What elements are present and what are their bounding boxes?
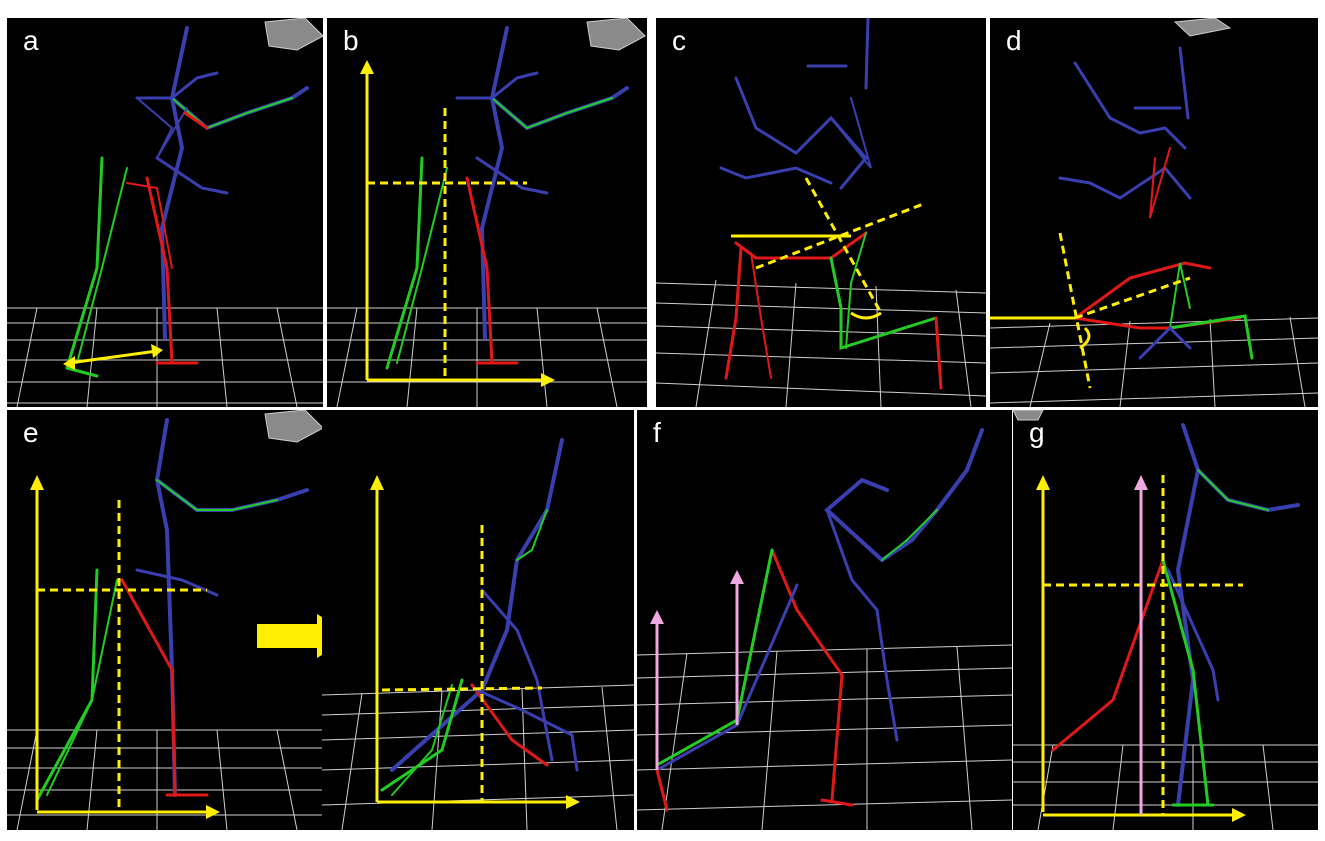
panel-b: b <box>327 18 647 407</box>
ground-grid <box>637 644 1012 830</box>
stride-measure <box>63 344 163 370</box>
panel-e2-skeleton <box>322 438 634 830</box>
ground-grid <box>990 316 1318 407</box>
panel-label-d: d <box>1006 25 1022 56</box>
panel-a: a <box>7 18 323 407</box>
height-measure <box>30 475 220 819</box>
ground-grid <box>656 279 986 407</box>
height-measure <box>370 475 580 809</box>
panel-a-skeleton <box>7 18 323 407</box>
ground-grid <box>327 307 647 407</box>
angle-measure <box>990 232 1191 389</box>
panel-label-a: a <box>23 25 39 56</box>
panel-label-g: g <box>1029 417 1045 448</box>
panel-e: e <box>7 410 323 830</box>
height-measure <box>360 60 555 387</box>
panel-e-skeleton <box>7 410 323 830</box>
panel-label-e: e <box>23 417 39 448</box>
tag-icon <box>1013 410 1044 421</box>
panel-label-f: f <box>653 417 661 448</box>
vertical-reference <box>650 570 744 770</box>
panel-c: c <box>656 18 986 407</box>
tag-icon <box>586 18 646 51</box>
panel-e2 <box>322 410 634 830</box>
tag-icon <box>264 18 323 51</box>
panel-g-skeleton <box>1013 410 1318 830</box>
vertical-reference <box>1134 475 1148 815</box>
panel-label-c: c <box>672 25 686 56</box>
tag-icon <box>264 410 323 443</box>
panel-f-skeleton <box>637 428 1012 830</box>
panel-g: g <box>1013 410 1318 830</box>
ground-grid <box>7 307 323 407</box>
ground-grid <box>7 729 323 830</box>
ground-grid <box>1013 744 1318 830</box>
ground-grid <box>322 684 634 830</box>
panel-c-skeleton <box>656 18 986 407</box>
tag-icon <box>1173 18 1232 37</box>
panel-b-skeleton <box>327 18 647 407</box>
panel-f: f <box>637 410 1012 830</box>
panel-d-skeleton <box>990 18 1318 407</box>
panel-d: d <box>990 18 1318 407</box>
angle-measure <box>731 177 927 320</box>
panel-label-b: b <box>343 25 359 56</box>
